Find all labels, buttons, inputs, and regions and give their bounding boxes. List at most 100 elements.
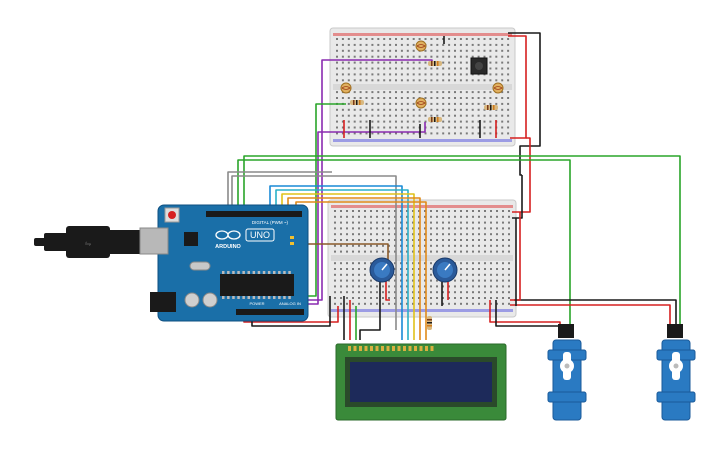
breadboard-hole	[508, 297, 510, 299]
breadboard-hole	[334, 302, 336, 305]
breadboard-hole	[406, 102, 409, 105]
breadboard-hole	[489, 97, 492, 99]
breadboard-hole	[377, 108, 380, 111]
breadboard-hole	[436, 233, 438, 236]
breadboard-hole	[454, 126, 456, 129]
breadboard-hole	[364, 302, 366, 305]
breadboard-hole	[465, 43, 468, 46]
breadboard-hole	[395, 108, 397, 111]
breadboard-hole	[472, 285, 474, 288]
breadboard-hole	[334, 285, 336, 288]
breadboard-hole	[442, 250, 444, 253]
breadboard-hole	[383, 73, 386, 76]
breadboard-hole	[424, 79, 427, 82]
breadboard-hole	[340, 291, 342, 294]
breadboard-hole	[340, 273, 342, 276]
breadboard-hole	[477, 79, 480, 82]
breadboard-hole	[359, 38, 362, 40]
breadboard-hole	[465, 91, 468, 94]
breadboard-hole	[478, 250, 480, 253]
breadboard-hole	[501, 102, 504, 105]
breadboard-hole	[418, 73, 421, 76]
breadboard-hole	[424, 91, 427, 94]
chip-pin	[288, 296, 291, 299]
breadboard-hole	[346, 215, 348, 218]
breadboard-hole	[353, 79, 356, 82]
wire-green-servo1	[237, 159, 571, 330]
breadboard-hole	[346, 285, 348, 288]
breadboard-hole	[424, 302, 426, 305]
breadboard-hole	[388, 239, 390, 241]
breadboard-hole	[508, 244, 510, 247]
breadboard-hole	[370, 233, 372, 236]
breadboard-hole	[353, 43, 356, 46]
breadboard-hole	[418, 297, 420, 299]
breadboard-hole	[370, 239, 372, 241]
breadboard-hole	[382, 250, 384, 253]
breadboard-hole	[364, 215, 366, 218]
breadboard-hole	[496, 221, 498, 224]
breadboard-hole	[483, 43, 486, 46]
photoresistor-3	[415, 97, 427, 109]
breadboard-hole	[460, 268, 462, 270]
breadboard-hole	[418, 233, 420, 236]
breadboard-hole	[430, 285, 432, 288]
breadboard-hole	[340, 244, 342, 247]
breadboard-hole	[400, 38, 403, 40]
breadboard-hole	[489, 55, 492, 58]
breadboard-hole	[336, 55, 338, 58]
breadboard-hole	[395, 43, 397, 46]
potentiometer-2[interactable]	[432, 257, 458, 283]
breadboard-hole	[430, 38, 433, 40]
breadboard-hole	[406, 302, 408, 305]
breadboard-hole	[412, 302, 414, 305]
breadboard-hole	[502, 302, 504, 305]
breadboard-hole	[465, 61, 468, 64]
lcd-pin-e	[375, 346, 379, 351]
crystal	[189, 261, 211, 271]
breadboard-hole	[477, 132, 480, 135]
breadboard-hole	[370, 221, 372, 224]
breadboard-hole	[448, 302, 450, 305]
arduino-logo: ARDUINO	[215, 230, 242, 250]
breadboard-hole	[490, 297, 492, 299]
breadboard-hole	[346, 244, 348, 247]
breadboard-hole	[346, 221, 348, 224]
breadboard-hole	[507, 43, 510, 46]
breadboard-hole	[495, 73, 498, 76]
breadboard-hole	[412, 233, 414, 236]
breadboard-hole	[448, 49, 451, 52]
breadboard-hole	[406, 67, 409, 70]
breadboard-hole	[389, 114, 392, 117]
breadboard-hole	[341, 61, 344, 64]
breadboard-hole	[412, 132, 415, 135]
breadboard-hole	[412, 91, 415, 94]
breadboard-hole	[436, 215, 438, 218]
breadboard-hole	[442, 120, 445, 123]
potentiometer-1[interactable]	[369, 257, 395, 283]
breadboard-hole	[370, 291, 372, 294]
arduino-uno[interactable]: ⇋ ARDUINO UNO DIGITAL (PWM ~)	[34, 204, 309, 322]
breadboard-hole	[336, 97, 338, 99]
breadboard-hole	[471, 55, 474, 58]
breadboard-hole	[489, 102, 492, 105]
breadboard-hole	[442, 97, 445, 99]
breadboard-hole	[370, 244, 372, 247]
breadboard-hole	[394, 244, 396, 247]
breadboard-hole	[466, 279, 468, 282]
breadboard-hole	[507, 49, 510, 52]
breadboard-hole	[495, 79, 498, 82]
breadboard-hole	[358, 221, 360, 224]
breadboard-hole	[382, 221, 384, 224]
breadboard-hole	[364, 244, 366, 247]
breadboard-hole	[466, 268, 468, 270]
breadboard-hole	[477, 102, 480, 105]
breadboard-hole	[365, 91, 368, 94]
breadboard-hole	[371, 108, 374, 111]
breadboard-hole	[484, 273, 486, 276]
breadboard-hole	[483, 79, 486, 82]
breadboard-hole	[334, 273, 336, 276]
breadboard-hole	[376, 239, 378, 241]
breadboard-hole	[364, 233, 366, 236]
pushbutton[interactable]	[470, 57, 488, 75]
